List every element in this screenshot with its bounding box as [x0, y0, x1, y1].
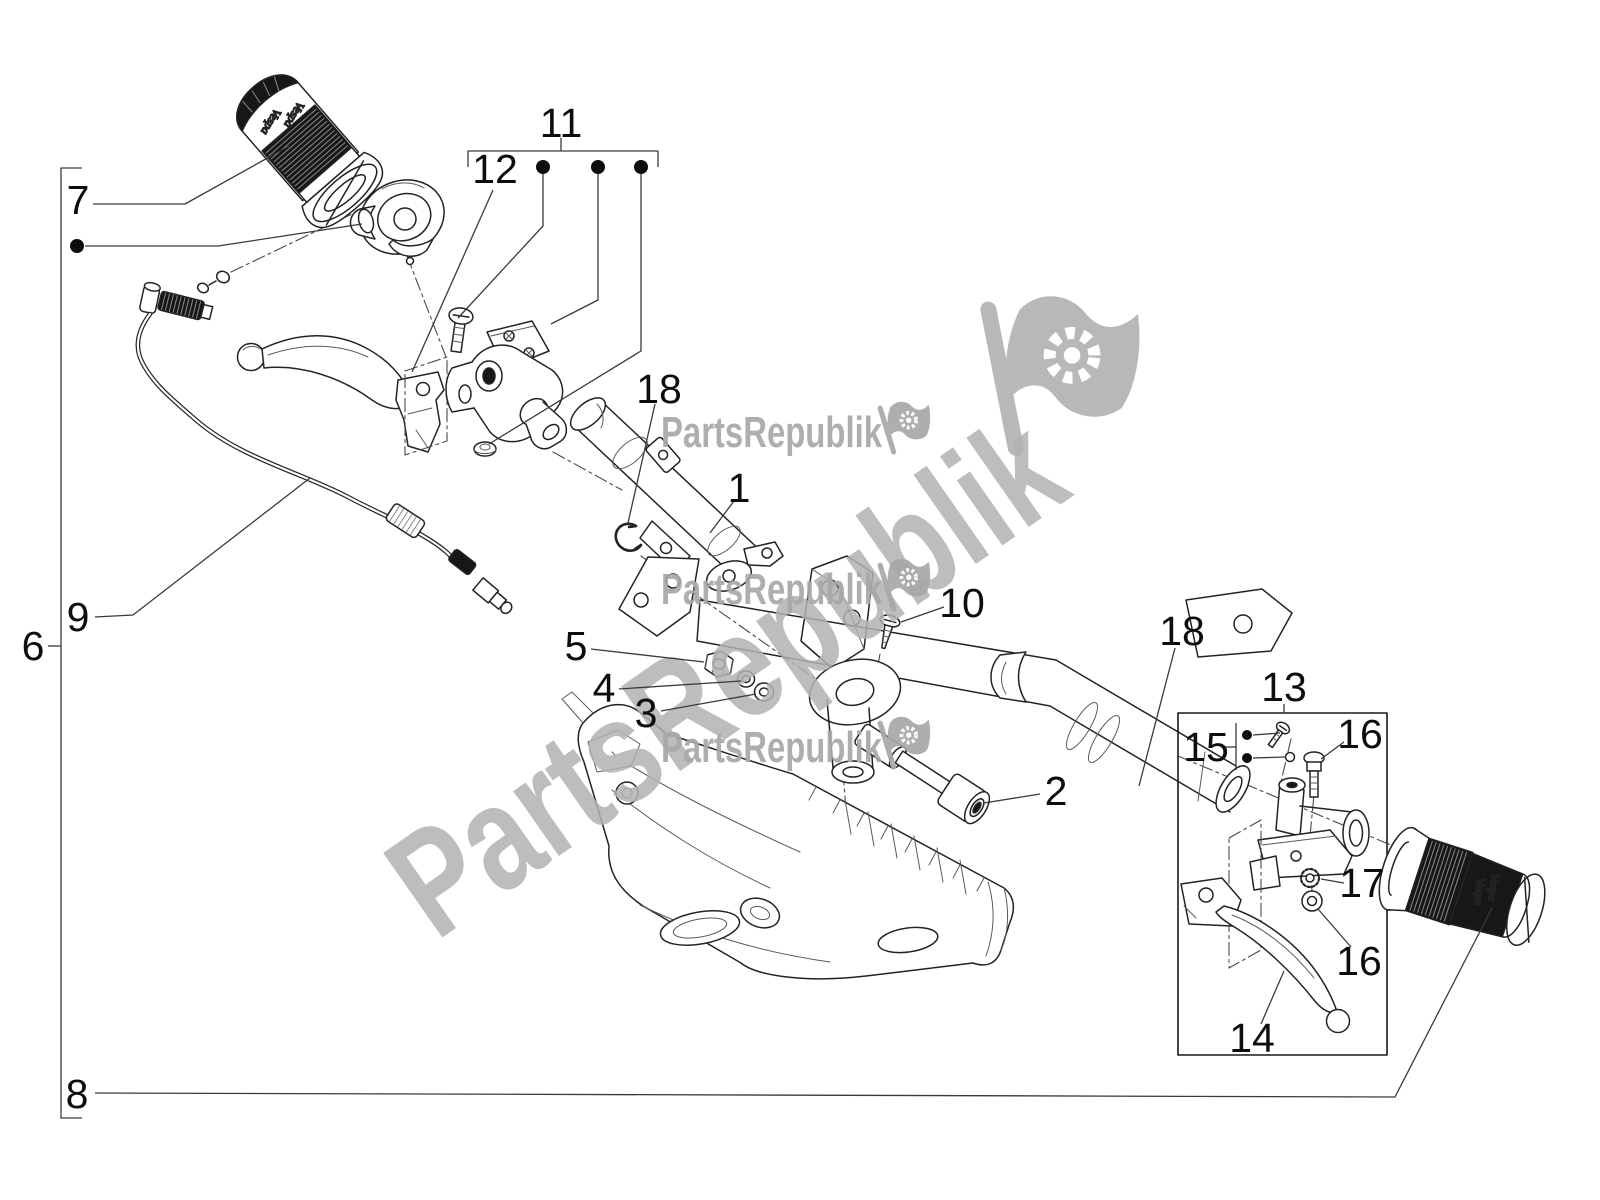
leader-line-11 [457, 174, 544, 319]
watermark-row-3: PartsRepublik [661, 717, 930, 772]
leader-line-8 [94, 907, 1493, 1098]
callout-dot-11 [634, 160, 648, 174]
leader-line-10 [900, 606, 945, 623]
part-label-9: 9 [67, 594, 90, 640]
brake-lever-left [236, 335, 445, 453]
pivot-ghost-outline [404, 356, 448, 456]
watermark-text: PartsRepublik [661, 723, 882, 772]
leader-line-18R [1138, 647, 1176, 787]
part-label-10: 10 [939, 580, 985, 626]
watermark-row-2: PartsRepublik [661, 559, 930, 614]
leader-line-4 [618, 680, 742, 690]
grip-brand-text: Vespa [1472, 877, 1489, 906]
master-cylinder [445, 307, 568, 457]
watermark-text: PartsRepublik [661, 565, 882, 614]
lever-bracket-group-13 [1228, 721, 1370, 969]
leader-line-2 [983, 793, 1041, 804]
leader-line-6 [60, 167, 82, 1119]
brake-lever-right [1180, 877, 1351, 1034]
part-label-12: 12 [472, 146, 518, 192]
throttle-switch-housing [349, 179, 445, 266]
nut-and-washers [704, 650, 775, 702]
callout-dot-7 [70, 239, 84, 253]
throttle-cable [135, 270, 513, 615]
part-label-17: 17 [1339, 860, 1385, 906]
part-label-7: 7 [67, 177, 90, 223]
part-label-16B: 16 [1336, 938, 1382, 984]
leader-line-14 [1260, 970, 1285, 1025]
handlebar-front-cover [561, 691, 1015, 980]
part-label-18L: 18 [636, 366, 682, 412]
leader-line-11 [550, 174, 599, 325]
part-label-4: 4 [593, 665, 616, 711]
leader-line-15 [1252, 756, 1287, 759]
leader-line-7 [85, 223, 363, 247]
part-label-15: 15 [1183, 724, 1229, 770]
callout-dot-11 [591, 160, 605, 174]
leader-line-17 [1320, 878, 1345, 884]
leader-line-1 [709, 500, 735, 534]
part-label-1: 1 [728, 465, 751, 511]
circlip-left [614, 522, 643, 552]
leader-line-5 [590, 648, 705, 663]
callout-dot-15 [1242, 753, 1252, 763]
leader-line-11 [488, 174, 642, 445]
watermark-row-1: PartsRepublik [661, 402, 930, 457]
leader-line-11 [467, 150, 659, 167]
leader-line-7 [93, 145, 290, 205]
part-label-8: 8 [66, 1071, 89, 1117]
part-label-18R: 18 [1159, 608, 1205, 654]
leader-line-12 [411, 189, 494, 373]
grip-right: Vespa Vespa [1378, 826, 1546, 946]
line-art: Vespa Vespa [135, 74, 1546, 1056]
throttle-grip-left: Vespa Vespa [236, 74, 384, 229]
part-label-14: 14 [1229, 1015, 1275, 1061]
handlebar-frame-center [618, 555, 1293, 813]
leader-line-18L [627, 403, 656, 524]
leader-line-9 [94, 477, 311, 618]
part-label-2: 2 [1045, 768, 1068, 814]
screw-10 [879, 614, 901, 650]
part-label-6: 6 [22, 623, 45, 669]
grip-brand-text: Vespa [1485, 873, 1502, 902]
leader-line-16B [1317, 908, 1352, 948]
part-label-5: 5 [565, 623, 588, 669]
part-label-13: 13 [1261, 664, 1307, 710]
leader-line-16T [1320, 741, 1345, 760]
watermark-text: PartsRepublik [661, 408, 882, 457]
leader-line-3 [660, 693, 757, 712]
callout-dot-11 [536, 160, 550, 174]
leader-line-15 [1252, 732, 1281, 736]
part-label-11: 11 [540, 100, 583, 146]
callout-dot-15 [1242, 730, 1252, 740]
part-label-3: 3 [635, 690, 658, 736]
part-label-16T: 16 [1337, 711, 1383, 757]
